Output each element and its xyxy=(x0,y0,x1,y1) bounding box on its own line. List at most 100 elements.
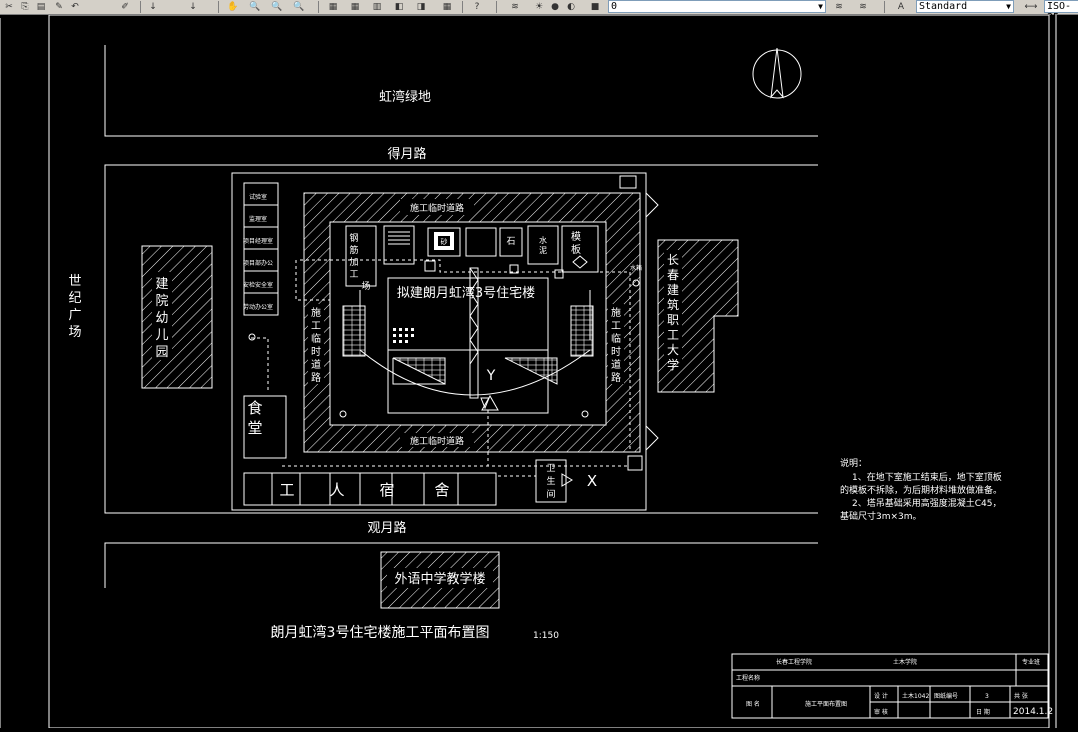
text-style-select[interactable]: Standard▼ xyxy=(916,0,1014,13)
svg-text:卫: 卫 xyxy=(546,464,555,474)
layer-manager-icon[interactable]: ≋ xyxy=(511,2,519,12)
text-style-icon[interactable]: A xyxy=(897,2,905,12)
copy-icon[interactable]: ⎘ xyxy=(21,2,29,12)
deyue-road-label: 得月路 xyxy=(387,146,426,162)
svg-text:路: 路 xyxy=(611,371,621,384)
tb-major: 专业班 xyxy=(1022,658,1040,666)
svg-text:临: 临 xyxy=(611,332,621,345)
svg-text:场: 场 xyxy=(361,281,370,292)
pan-icon[interactable]: ↓ xyxy=(149,2,157,12)
tb-design-value: 土木1042 xyxy=(902,692,929,700)
make-current-layer-icon[interactable]: ≋ xyxy=(835,2,843,12)
svg-text:模: 模 xyxy=(571,231,581,243)
zoom-realtime-icon[interactable]: ↓ xyxy=(189,2,197,12)
layer-previous-icon[interactable]: ≋ xyxy=(859,2,867,12)
markup-icon[interactable]: ◨ xyxy=(416,2,426,12)
cut-icon[interactable]: ✂ xyxy=(5,2,13,12)
hongwan-green-outline xyxy=(104,45,818,137)
svg-text:院: 院 xyxy=(155,294,168,309)
office-1: 试验室 xyxy=(249,193,267,201)
office-column xyxy=(243,182,279,316)
drawing-svg[interactable]: 虹湾绿地 得月路 观月路 世 纪 广 场 建 院 幼 儿 园 长 春 建 筑 职… xyxy=(0,14,1078,729)
svg-text:场: 场 xyxy=(68,325,81,340)
toilet-building xyxy=(535,459,567,503)
help-icon[interactable]: ? xyxy=(474,2,480,12)
designcenter-icon[interactable]: ▦ xyxy=(350,2,360,12)
svg-text:建: 建 xyxy=(155,277,168,292)
layer-state-icon[interactable]: ☀ xyxy=(534,2,544,12)
office-5: 安检安全室 xyxy=(243,281,273,289)
svg-text:筋: 筋 xyxy=(349,244,358,256)
guanyue-road-label: 观月路 xyxy=(367,520,406,536)
note-line-1: 1、在地下室施工结束后，地下室顶板 xyxy=(852,471,1002,483)
tb-date-label: 日 期 xyxy=(976,708,990,716)
layer-lock-icon[interactable]: ◐ xyxy=(567,2,575,12)
notes-title: 说明： xyxy=(840,457,867,469)
redo-icon[interactable]: ✐ xyxy=(121,2,129,12)
sheetset-icon[interactable]: ◧ xyxy=(394,2,404,12)
standard-toolbar: ✂ ⎘ ▤ ✎ ↶ ✐ ↓ ↓ ✋ 🔍 🔍 🔍 ▦ ▦ ▥ ◧ ◨ ▦ ? ≋ … xyxy=(0,0,1078,23)
temporary-road-ring xyxy=(303,192,641,453)
svg-text:食: 食 xyxy=(247,399,262,417)
layer-select[interactable]: 0▼ xyxy=(608,0,826,13)
site-facilities-top xyxy=(345,225,599,287)
foreign-school-label: 外语中学教学楼 xyxy=(394,571,485,587)
properties-icon[interactable]: ▦ xyxy=(328,2,338,12)
gate-post-top xyxy=(619,175,637,189)
office-3: 项目经理室 xyxy=(243,237,273,245)
tb-dept: 土木学院 xyxy=(893,658,917,666)
svg-text:工: 工 xyxy=(667,328,679,342)
layer-color-icon[interactable]: ■ xyxy=(590,2,600,12)
matchprop-icon[interactable]: ✎ xyxy=(55,2,63,12)
svg-text:幼: 幼 xyxy=(155,311,168,326)
svg-text:间: 间 xyxy=(546,488,555,500)
svg-text:钢: 钢 xyxy=(349,232,358,244)
undo-icon[interactable]: ↶ xyxy=(71,2,79,12)
svg-text:大: 大 xyxy=(667,343,679,357)
svg-text:长: 长 xyxy=(667,253,679,267)
x-mark: X xyxy=(587,472,597,490)
svg-text:道: 道 xyxy=(311,358,321,371)
svg-text:路: 路 xyxy=(311,371,321,384)
toolpalettes-icon[interactable]: ▥ xyxy=(372,2,382,12)
office-2: 监理室 xyxy=(249,215,267,223)
calculator-icon[interactable]: ▦ xyxy=(442,2,452,12)
temp-road-bottom-label: 施工临时道路 xyxy=(410,435,464,447)
zoom-all-icon[interactable]: 🔍 xyxy=(293,2,305,12)
temp-road-right-label: 施工 临时 道路 xyxy=(611,306,621,384)
svg-text:工: 工 xyxy=(611,321,621,332)
stone-label: 石 xyxy=(506,237,515,247)
svg-text:时: 时 xyxy=(311,346,321,358)
svg-text:春: 春 xyxy=(667,268,679,282)
drawing-canvas[interactable]: 虹湾绿地 得月路 观月路 世 纪 广 场 建 院 幼 儿 园 长 春 建 筑 职… xyxy=(0,14,1078,729)
svg-text:板: 板 xyxy=(571,243,581,256)
svg-text:泥: 泥 xyxy=(539,246,547,255)
zoom-previous-icon[interactable]: 🔍 xyxy=(249,2,261,12)
dormitory-building xyxy=(243,472,497,506)
office-4: 项目部办公 xyxy=(243,259,273,267)
svg-text:广: 广 xyxy=(68,308,81,323)
construction-site-boundary xyxy=(231,172,647,511)
dim-style-select[interactable]: ISO-25 xyxy=(1044,0,1078,23)
dim-style-icon[interactable]: ⟷ xyxy=(1024,2,1038,12)
layer-freeze-icon[interactable]: ● xyxy=(551,2,559,12)
svg-text:工: 工 xyxy=(279,481,294,499)
tb-drawing-no-label: 图纸编号 xyxy=(934,692,958,700)
gate-post-bottom xyxy=(627,455,643,471)
zoom-extents-icon[interactable]: 🔍 xyxy=(271,2,283,12)
note-line-4: 基础尺寸3m×3m。 xyxy=(840,510,922,522)
svg-text:园: 园 xyxy=(155,345,168,360)
water-tank-label: 水箱 xyxy=(630,264,642,272)
brick-pile-left xyxy=(392,357,446,385)
svg-text:加: 加 xyxy=(349,257,358,268)
material-dots xyxy=(393,328,414,343)
drawing-scale: 1:150 xyxy=(533,631,559,641)
svg-text:施: 施 xyxy=(611,306,621,319)
proposed-building-label: 拟建朗月虹湾3号住宅楼 xyxy=(397,285,535,301)
dormitory-label: 工 人 宿 舍 xyxy=(279,481,449,499)
zoom-window-icon[interactable]: ✋ xyxy=(227,2,239,12)
svg-text:时: 时 xyxy=(611,346,621,358)
tb-drawing-name: 施工平面布置图 xyxy=(805,700,847,708)
svg-text:筑: 筑 xyxy=(667,297,679,312)
paste-icon[interactable]: ▤ xyxy=(36,2,46,12)
